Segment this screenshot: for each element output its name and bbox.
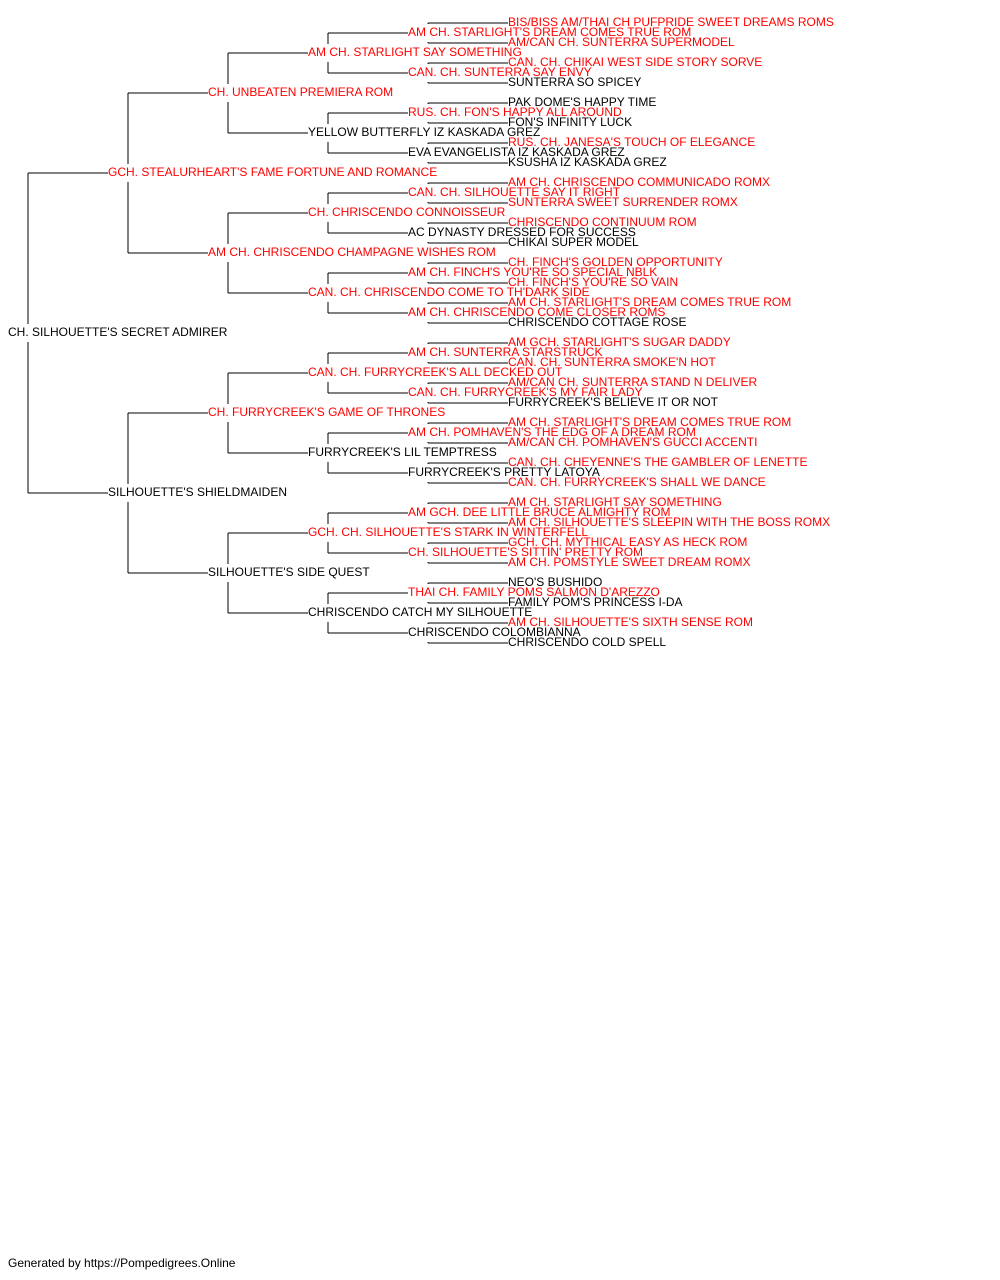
dog-name-sire: GCH. STEALURHEART'S FAME FORTUNE AND ROM… [108, 165, 437, 179]
dog-name-dam-sire-sire-sire: AM CH. SUNTERRA STARSTRUCK [408, 345, 602, 359]
dog-name-dam-dam-sire-sire-dam: AM CH. SILHOUETTE'S SLEEPIN WITH THE BOS… [508, 515, 830, 529]
dog-name-dam-dam-dam: CHRISCENDO CATCH MY SILHOUETTE [308, 605, 532, 619]
dog-name-sire-dam-sire-dam-sire: CHRISCENDO CONTINUUM ROM [508, 215, 697, 229]
dog-name-dam-dam-dam-sire-sire: NEO'S BUSHIDO [508, 575, 602, 589]
dog-name-sire-sire-dam-sire-sire: PAK DOME'S HAPPY TIME [508, 95, 656, 109]
dog-name-sire-sire-sire-sire: AM CH. STARLIGHT'S DREAM COMES TRUE ROM [408, 25, 691, 39]
dog-name-dam-sire-dam-sire-dam: AM/CAN CH. POMHAVEN'S GUCCI ACCENTI [508, 435, 757, 449]
dog-name-sire-sire-sire-dam-sire: CAN. CH. CHIKAI WEST SIDE STORY SORVE [508, 55, 762, 69]
dog-name-sire-sire-dam-sire: RUS. CH. FON'S HAPPY ALL AROUND [408, 105, 622, 119]
dog-name-dam-dam-sire-dam-sire: GCH. CH. MYTHICAL EASY AS HECK ROM [508, 535, 747, 549]
dog-name-sire-dam-dam-dam: AM CH. CHRISCENDO COME CLOSER ROMS [408, 305, 665, 319]
dog-name-sire-sire-dam-dam: EVA EVANGELISTA IZ KASKADA GREZ [408, 145, 625, 159]
dog-name-dam-dam-sire-sire-sire: AM CH. STARLIGHT SAY SOMETHING [508, 495, 722, 509]
dog-name-dam-sire-sire-sire-sire: AM GCH. STARLIGHT'S SUGAR DADDY [508, 335, 731, 349]
dog-name-subject: CH. SILHOUETTE'S SECRET ADMIRER [8, 325, 228, 339]
dog-name-dam-dam-dam-sire-dam: FAMILY POM'S PRINCESS I-DA [508, 595, 683, 609]
dog-name-sire-dam-sire-dam-dam: CHIKAI SUPER MODEL [508, 235, 639, 249]
dog-name-sire-sire: CH. UNBEATEN PREMIERA ROM [208, 85, 393, 99]
dog-name-dam-sire-sire-dam-sire: AM/CAN CH. SUNTERRA STAND N DELIVER [508, 375, 757, 389]
dog-name-sire-dam-sire-dam: AC DYNASTY DRESSED FOR SUCCESS [408, 225, 636, 239]
dog-name-dam-dam-dam-sire: THAI CH. FAMILY POMS SALMON D'AREZZO [408, 585, 660, 599]
dog-name-sire-sire-dam-dam-sire: RUS. CH. JANESA'S TOUCH OF ELEGANCE [508, 135, 755, 149]
dog-name-dam-dam-dam-dam-sire: AM CH. SILHOUETTE'S SIXTH SENSE ROM [508, 615, 753, 629]
dog-name-sire-sire-sire-sire-sire: BIS/BISS AM/THAI CH PUFPRIDE SWEET DREAM… [508, 15, 834, 29]
generated-by-footer: Generated by https://Pompedigrees.Online [8, 1256, 236, 1270]
dog-name-sire-dam-sire-sire: CAN. CH. SILHOUETTE SAY IT RIGHT [408, 185, 621, 199]
dog-name-sire-dam-dam-sire-sire: CH. FINCH'S GOLDEN OPPORTUNITY [508, 255, 723, 269]
dog-name-sire-dam: AM CH. CHRISCENDO CHAMPAGNE WISHES ROM [208, 245, 496, 259]
dog-name-dam-dam: SILHOUETTE'S SIDE QUEST [208, 565, 370, 579]
dog-name-dam-sire-sire: CAN. CH. FURRYCREEK'S ALL DECKED OUT [308, 365, 563, 379]
dog-name-dam-dam-dam-dam-dam: CHRISCENDO COLD SPELL [508, 635, 666, 649]
dog-name-sire-sire-dam-sire-dam: FON'S INFINITY LUCK [508, 115, 632, 129]
dog-name-dam-sire-dam-dam-dam: CAN. CH. FURRYCREEK'S SHALL WE DANCE [508, 475, 766, 489]
dog-name-dam-dam-sire-dam-dam: AM CH. POMSTYLE SWEET DREAM ROMX [508, 555, 750, 569]
dog-name-dam-dam-sire: GCH. CH. SILHOUETTE'S STARK IN WINTERFEL… [308, 525, 588, 539]
dog-name-sire-dam-dam-sire: AM CH. FINCH'S YOU'RE SO SPECIAL NBLK [408, 265, 657, 279]
dog-name-sire-dam-dam-sire-dam: CH. FINCH'S YOU'RE SO VAIN [508, 275, 678, 289]
dog-name-sire-dam-dam: CAN. CH. CHRISCENDO COME TO TH'DARK SIDE [308, 285, 590, 299]
dog-name-sire-sire-dam-dam-dam: KSUSHA IZ KASKADA GREZ [508, 155, 667, 169]
dog-name-sire-sire-sire-dam: CAN. CH. SUNTERRA SAY ENVY [408, 65, 592, 79]
dog-name-dam-sire-dam-dam: FURRYCREEK'S PRETTY LATOYA [408, 465, 600, 479]
dog-name-sire-sire-sire: AM CH. STARLIGHT SAY SOMETHING [308, 45, 522, 59]
dog-name-dam-sire-dam: FURRYCREEK'S LIL TEMPTRESS [308, 445, 497, 459]
dog-name-dam-sire-sire-dam-dam: FURRYCREEK'S BELIEVE IT OR NOT [508, 395, 719, 409]
dog-name-dam-dam-dam-dam: CHRISCENDO COLOMBIANNA [408, 625, 581, 639]
dog-name-dam-sire-sire-sire-dam: CAN. CH. SUNTERRA SMOKE'N HOT [508, 355, 716, 369]
dog-name-sire-sire-sire-sire-dam: AM/CAN CH. SUNTERRA SUPERMODEL [508, 35, 735, 49]
dog-name-sire-dam-sire-sire-sire: AM CH. CHRISCENDO COMMUNICADO ROMX [508, 175, 770, 189]
dog-name-sire-dam-dam-dam-sire: AM CH. STARLIGHT'S DREAM COMES TRUE ROM [508, 295, 791, 309]
dog-name-dam-sire-sire-dam: CAN. CH. FURRYCREEK'S MY FAIR LADY [408, 385, 643, 399]
dog-name-sire-sire-sire-dam-dam: SUNTERRA SO SPICEY [508, 75, 641, 89]
dog-name-dam-sire: CH. FURRYCREEK'S GAME OF THRONES [208, 405, 445, 419]
dog-name-sire-dam-dam-dam-dam: CHRISCENDO COTTAGE ROSE [508, 315, 686, 329]
dog-name-dam-sire-dam-dam-sire: CAN. CH. CHEYENNE'S THE GAMBLER OF LENET… [508, 455, 807, 469]
dog-name-dam-dam-sire-dam: CH. SILHOUETTE'S SITTIN' PRETTY ROM [408, 545, 643, 559]
dog-name-dam-sire-dam-sire: AM CH. POMHAVEN'S THE EDG OF A DREAM ROM [408, 425, 696, 439]
dog-name-dam: SILHOUETTE'S SHIELDMAIDEN [108, 485, 287, 499]
dog-name-sire-dam-sire-sire-dam: SUNTERRA SWEET SURRENDER ROMX [508, 195, 738, 209]
dog-name-sire-dam-sire: CH. CHRISCENDO CONNOISSEUR [308, 205, 506, 219]
dog-name-sire-sire-dam: YELLOW BUTTERFLY IZ KASKADA GREZ [308, 125, 540, 139]
dog-name-dam-sire-dam-sire-sire: AM CH. STARLIGHT'S DREAM COMES TRUE ROM [508, 415, 791, 429]
dog-name-dam-dam-sire-sire: AM GCH. DEE LITTLE BRUCE ALMIGHTY ROM [408, 505, 671, 519]
